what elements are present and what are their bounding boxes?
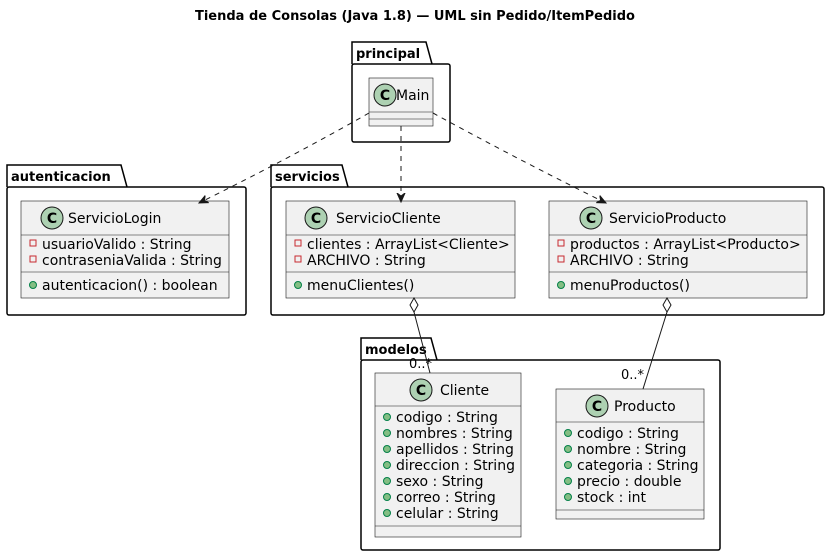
class-stereotype-icon <box>40 206 64 230</box>
public-visibility-icon <box>564 461 572 469</box>
private-visibility-icon <box>29 255 37 263</box>
class-name: ServicioProducto <box>609 211 726 227</box>
attribute: contraseniaValida : String <box>42 253 222 269</box>
method: menuClientes() <box>307 278 414 294</box>
package-principal-label: principal <box>356 47 420 62</box>
private-visibility-icon <box>557 255 565 263</box>
class-stereotype-icon <box>373 83 397 107</box>
dependency-arrow-main-to-servicio-producto <box>432 112 606 203</box>
attribute: codigo : String <box>577 426 679 442</box>
attribute: codigo : String <box>396 410 498 426</box>
attribute: categoria : String <box>577 458 698 474</box>
attribute: direccion : String <box>396 458 515 474</box>
public-visibility-icon <box>557 281 565 289</box>
class-stereotype-icon <box>579 206 603 230</box>
class-servicio-cliente[interactable]: C ServicioCliente clientes : ArrayList<C… <box>285 200 516 299</box>
class-producto[interactable]: C Producto codigo : String nombre : Stri… <box>555 388 705 520</box>
class-stereotype-icon <box>585 394 609 418</box>
class-stereotype-letter: C <box>311 211 321 227</box>
public-visibility-icon <box>383 461 391 469</box>
multiplicity-cliente: 0..* <box>409 357 433 372</box>
class-servicio-login[interactable]: C ServicioLogin usuarioValido : String c… <box>20 200 230 299</box>
attribute: celular : String <box>396 506 499 522</box>
class-name: Producto <box>614 399 676 415</box>
attribute: clientes : ArrayList<Cliente> <box>307 237 510 253</box>
public-visibility-icon <box>383 429 391 437</box>
attribute: nombre : String <box>577 442 686 458</box>
public-visibility-icon <box>383 445 391 453</box>
public-visibility-icon <box>383 493 391 501</box>
class-main[interactable]: C Main <box>368 77 434 127</box>
attribute: apellidos : String <box>396 442 514 458</box>
class-stereotype-letter: C <box>380 88 390 104</box>
private-visibility-icon <box>294 239 302 247</box>
public-visibility-icon <box>383 477 391 485</box>
method: menuProductos() <box>570 278 690 294</box>
private-visibility-icon <box>29 239 37 247</box>
class-cliente[interactable]: C Cliente codigo : String nombres : Stri… <box>374 372 522 538</box>
public-visibility-icon <box>564 477 572 485</box>
package-autenticacion-label: autenticacion <box>11 170 111 185</box>
attribute: productos : ArrayList<Producto> <box>570 237 801 253</box>
class-stereotype-icon <box>409 378 433 402</box>
class-stereotype-icon <box>304 206 328 230</box>
aggregation-servicio-producto-producto: 0..* <box>621 296 672 390</box>
public-visibility-icon <box>383 509 391 517</box>
public-visibility-icon <box>564 445 572 453</box>
public-visibility-icon <box>29 281 37 289</box>
aggregation-servicio-cliente-cliente: 0..* <box>409 296 433 374</box>
class-name: Main <box>396 88 429 104</box>
attribute: ARCHIVO : String <box>307 253 426 269</box>
dependency-arrow-main-to-servicio-login <box>199 112 370 203</box>
private-visibility-icon <box>557 239 565 247</box>
attribute: ARCHIVO : String <box>570 253 689 269</box>
attribute: sexo : String <box>396 474 483 490</box>
multiplicity-producto: 0..* <box>621 368 645 383</box>
attribute: correo : String <box>396 490 496 506</box>
package-servicios-label: servicios <box>275 170 340 185</box>
method: autenticacion() : boolean <box>42 278 218 294</box>
private-visibility-icon <box>294 255 302 263</box>
class-stereotype-letter: C <box>586 211 596 227</box>
class-stereotype-letter: C <box>47 211 57 227</box>
public-visibility-icon <box>564 493 572 501</box>
attribute: stock : int <box>577 490 647 506</box>
attribute: precio : double <box>577 474 681 490</box>
class-servicio-producto[interactable]: C ServicioProducto productos : ArrayList… <box>548 200 808 299</box>
attribute: usuarioValido : String <box>42 237 192 253</box>
class-stereotype-letter: C <box>592 399 602 415</box>
class-name: ServicioLogin <box>68 211 161 227</box>
class-name: ServicioCliente <box>336 211 441 227</box>
diagram-title: Tienda de Consolas (Java 1.8) — UML sin … <box>194 9 635 24</box>
public-visibility-icon <box>383 413 391 421</box>
class-stereotype-letter: C <box>416 383 426 399</box>
attribute: nombres : String <box>396 426 513 442</box>
package-modelos-label: modelos <box>365 343 427 358</box>
class-name: Cliente <box>440 383 489 399</box>
public-visibility-icon <box>294 281 302 289</box>
public-visibility-icon <box>564 429 572 437</box>
